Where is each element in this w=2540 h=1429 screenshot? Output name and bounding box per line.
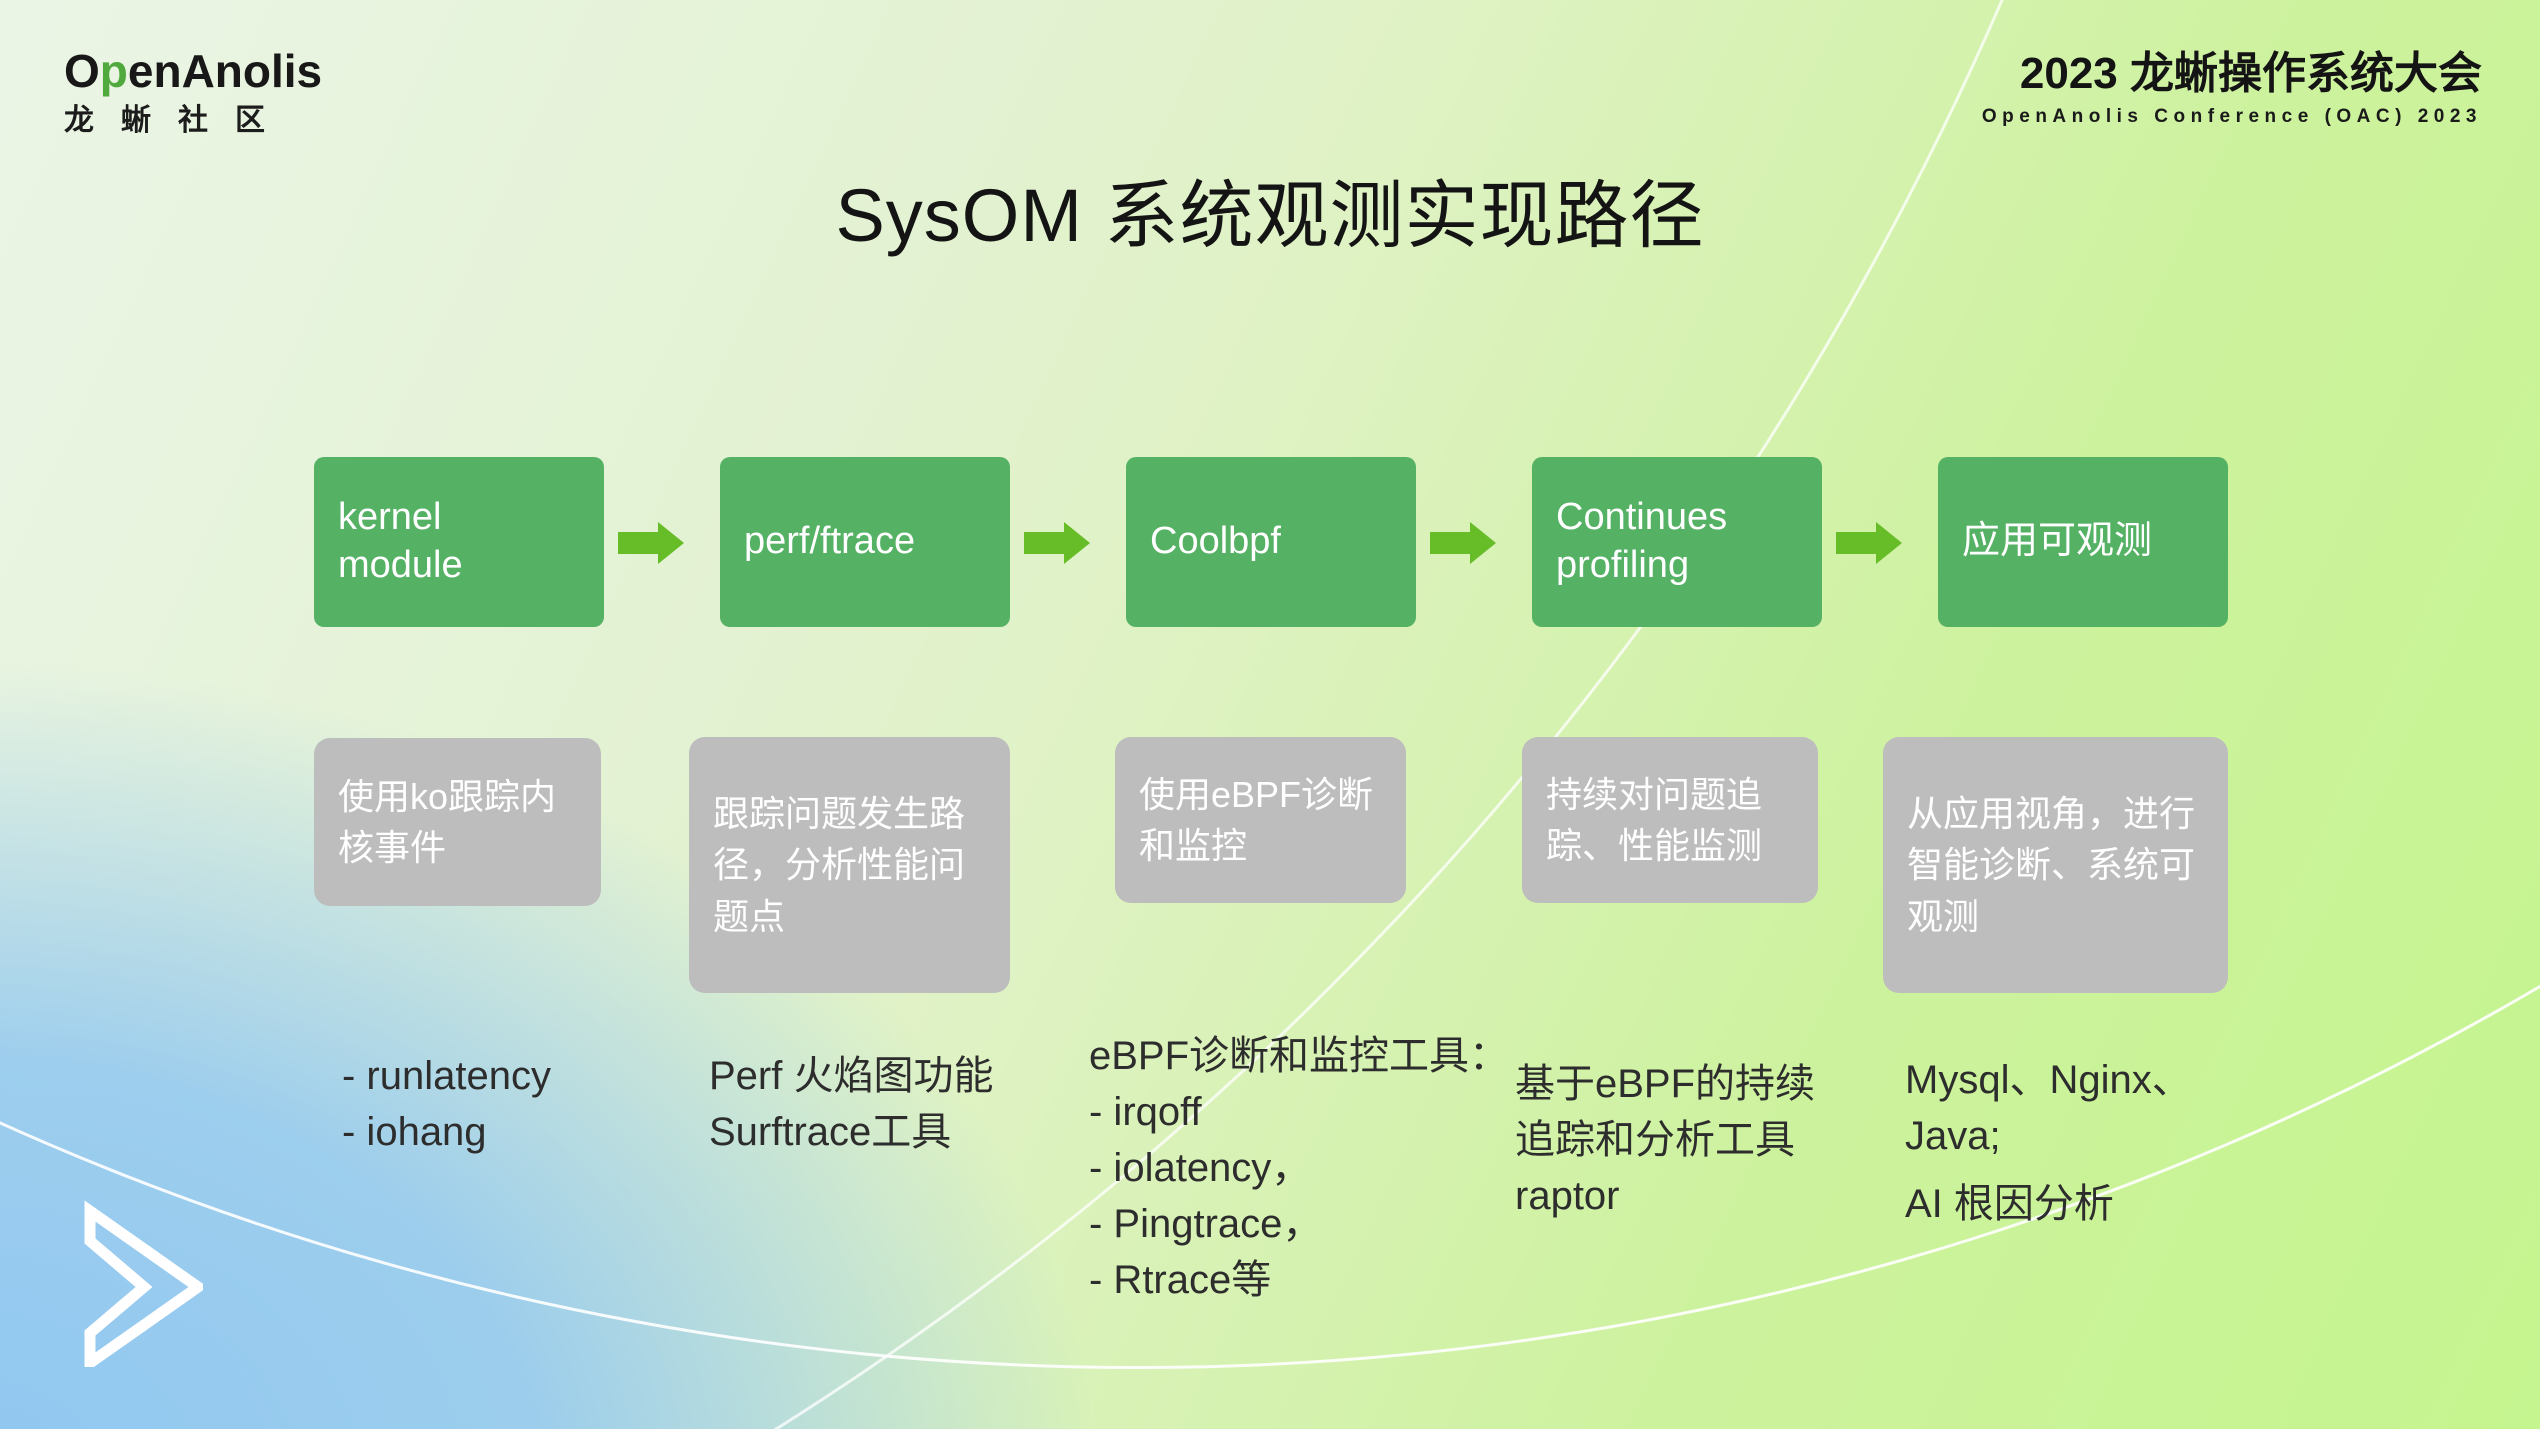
flow-arrow-icon <box>1836 522 1902 564</box>
conference-header: 2023 龙蜥操作系统大会 OpenAnolis Conference (OAC… <box>1981 49 2482 128</box>
flow-step-perf-ftrace: perf/ftrace <box>720 457 1010 627</box>
note-line: Perf 火焰图功能 <box>709 1054 994 1098</box>
note-line: Mysql、Nginx、 <box>1905 1058 2192 1102</box>
note-line: - runlatency <box>342 1054 551 1098</box>
step-desc: 使用eBPF诊断和监控 <box>1139 773 1374 866</box>
flow-step-coolbpf: Coolbpf <box>1126 457 1416 627</box>
step-notes-continues-profiling: 基于eBPF的持续 追踪和分析工具 raptor <box>1515 1056 1875 1224</box>
step-label: kernel module <box>338 496 463 586</box>
openanolis-logo: OpenAnolis 龙蜥社区 <box>64 48 322 136</box>
logo-letters-rest: enAnolis <box>127 45 323 97</box>
flow-arrow-icon <box>618 522 684 564</box>
step-desc-box-continues-profiling: 持续对问题追踪、性能监测 <box>1522 737 1818 903</box>
step-desc: 使用ko跟踪内核事件 <box>338 775 557 868</box>
note-line: - iolatency， <box>1089 1146 1312 1190</box>
flow-step-app-observability: 应用可观测 <box>1938 457 2228 627</box>
step-desc: 持续对问题追踪、性能监测 <box>1546 773 1763 866</box>
step-desc-box-perf-ftrace: 跟踪问题发生路径，分析性能问题点 <box>689 737 1010 993</box>
note-line: - irqoff <box>1089 1090 1202 1134</box>
step-desc-box-coolbpf: 使用eBPF诊断和监控 <box>1115 737 1406 903</box>
note-line: - Pingtrace， <box>1089 1202 1323 1246</box>
step-desc-box-app-observability: 从应用视角，进行智能诊断、系统可观测 <box>1883 737 2228 993</box>
conference-subtitle: OpenAnolis Conference (OAC) 2023 <box>1981 106 2482 128</box>
logo-letter-o: O <box>64 45 100 97</box>
step-desc-box-kernel-module: 使用ko跟踪内核事件 <box>314 738 601 906</box>
flow-arrow-icon <box>1024 522 1090 564</box>
slide-title: SysOM 系统观测实现路径 <box>835 174 1705 257</box>
note-line: AI 根因分析 <box>1905 1182 2114 1226</box>
step-desc: 跟踪问题发生路径，分析性能问题点 <box>713 793 966 937</box>
step-label: perf/ftrace <box>744 520 916 563</box>
step-label: Continues profiling <box>1556 496 1728 586</box>
note-line: Java; <box>1905 1114 2001 1158</box>
note-line: raptor <box>1515 1174 1620 1218</box>
logo-subtitle: 龙蜥社区 <box>64 104 292 137</box>
step-desc: 从应用视角，进行智能诊断、系统可观测 <box>1907 793 2196 937</box>
flow-step-kernel-module: kernel module <box>314 457 604 627</box>
step-notes-app-observability: Mysql、Nginx、 Java; AI 根因分析 <box>1905 1052 2265 1232</box>
step-notes-coolbpf: eBPF诊断和监控工具： - irqoff - iolatency， - Pin… <box>1089 1028 1509 1308</box>
chevron-logo-icon <box>84 1200 203 1367</box>
note-line: Surftrace工具 <box>709 1110 952 1154</box>
note-line: - Rtrace等 <box>1089 1258 1272 1302</box>
step-label: 应用可观测 <box>1962 520 2153 563</box>
note-line: eBPF诊断和监控工具： <box>1089 1034 1510 1078</box>
note-line: - iohang <box>342 1110 487 1154</box>
logo-wordmark: OpenAnolis <box>64 48 322 94</box>
note-line: 基于eBPF的持续 <box>1515 1062 1816 1106</box>
step-notes-perf-ftrace: Perf 火焰图功能 Surftrace工具 <box>709 1048 993 1160</box>
flow-step-continues-profiling: Continues profiling <box>1532 457 1822 627</box>
conference-title: 2023 龙蜥操作系统大会 <box>2019 49 2482 98</box>
flow-arrow-icon <box>1430 522 1496 564</box>
logo-leaf-icon: p <box>99 45 128 97</box>
note-line: 追踪和分析工具 <box>1515 1118 1795 1162</box>
step-label: Coolbpf <box>1150 520 1281 563</box>
step-notes-kernel-module: - runlatency - iohang <box>342 1048 551 1160</box>
